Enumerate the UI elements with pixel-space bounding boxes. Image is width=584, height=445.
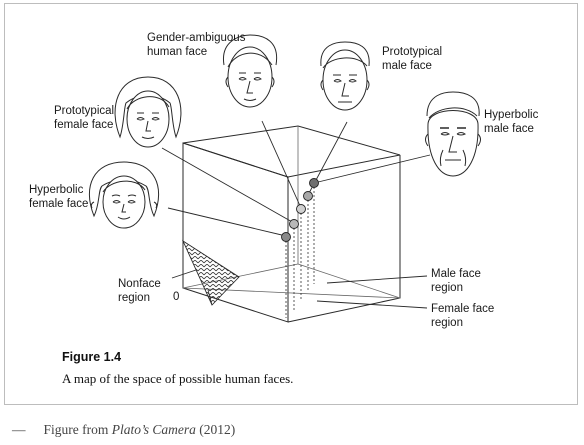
point-prototypical-male	[303, 191, 313, 201]
leader-lines	[161, 120, 431, 309]
figure-number: Figure 1.4	[62, 350, 122, 364]
leader-nonface	[171, 269, 197, 279]
label-origin: 0	[173, 291, 180, 303]
label-hyperbolic-male: Hyperbolic male face	[484, 109, 539, 135]
hyperbolic-male-face-drawing	[425, 91, 481, 177]
leader-hyperbolic-male	[313, 154, 431, 184]
credit-dash: —	[12, 422, 26, 437]
cube-wireframe	[182, 125, 401, 323]
label-male-face-region: Male face region	[431, 268, 481, 294]
figure-credit: — Figure from Plato’s Camera (2012)	[12, 422, 235, 438]
label-hyperbolic-female: Hyperbolic female face	[29, 184, 89, 210]
leader-male-region	[326, 275, 428, 284]
cube-top-face	[182, 125, 401, 178]
leader-hyperbolic-female	[167, 207, 287, 237]
prototypical-male-face-drawing	[320, 41, 370, 111]
label-female-face-region: Female face region	[431, 303, 495, 329]
gender-ambiguous-face-drawing	[223, 34, 278, 108]
face-points	[281, 178, 319, 242]
label-nonface-region: Nonface region	[118, 278, 161, 304]
label-gender-ambiguous: Gender-ambiguous human face	[147, 32, 246, 58]
figure-frame	[4, 3, 578, 405]
label-prototypical-male: Prototypical male face	[382, 46, 443, 72]
point-hyperbolic-female	[281, 232, 291, 242]
credit-prefix: Figure from	[43, 422, 112, 437]
credit-suffix: (2012)	[195, 422, 236, 437]
point-gender-ambiguous	[296, 204, 306, 214]
point-prototypical-female	[289, 219, 299, 229]
label-prototypical-female: Prototypical female face	[54, 105, 115, 131]
point-hyperbolic-male	[309, 178, 319, 188]
figure-caption: A map of the space of possible human fac…	[62, 371, 294, 386]
leader-prototypical-female	[161, 147, 295, 224]
hyperbolic-female-face-drawing	[89, 161, 159, 229]
projection-lines	[285, 183, 315, 318]
credit-book-title: Plato’s Camera	[111, 422, 196, 437]
leader-female-region	[316, 300, 428, 309]
nonface-region-shape	[181, 239, 240, 306]
prototypical-female-face-drawing	[114, 76, 182, 148]
leader-gender-ambiguous	[261, 120, 302, 209]
